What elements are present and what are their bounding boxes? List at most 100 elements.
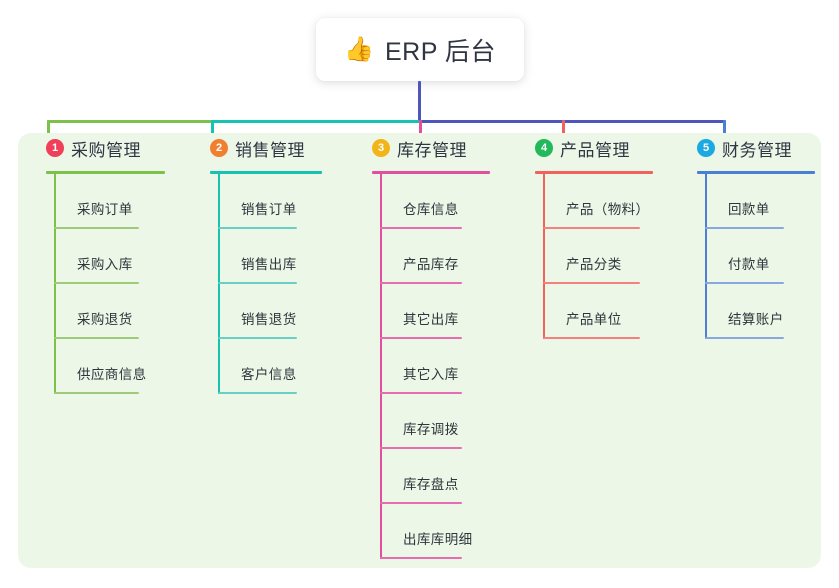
item-label: 采购入库	[77, 257, 133, 272]
item-label: 销售出库	[241, 257, 297, 272]
bus-segment-1	[47, 120, 214, 123]
item-underline	[380, 337, 462, 339]
column-title: 产品管理	[560, 140, 630, 160]
bus-segment-2	[211, 120, 422, 123]
item-label: 产品单位	[566, 312, 622, 327]
item-spine	[380, 449, 382, 504]
item-label: 出库库明细	[403, 532, 473, 547]
branches-panel: 1 采购管理采购订单采购入库采购退货供应商信息 2 销售管理销售订单销售出库销售退货客…	[18, 133, 821, 568]
column-title: 采购管理	[71, 140, 141, 160]
column-header-1[interactable]: 1 采购管理	[32, 133, 141, 163]
item-underline	[218, 227, 297, 229]
column-badge-1: 1	[46, 139, 64, 157]
item-underline	[54, 392, 139, 394]
item-label: 库存调拨	[403, 422, 459, 437]
item-spine	[218, 339, 220, 394]
item-spine	[54, 174, 56, 229]
item-label: 供应商信息	[77, 367, 147, 382]
item-spine	[54, 284, 56, 339]
item-label: 结算账户	[728, 312, 784, 327]
column-underline	[372, 171, 490, 174]
item-spine	[380, 394, 382, 449]
branch-column-采购管理: 1 采购管理采购订单采购入库采购退货供应商信息	[32, 133, 165, 394]
item-underline	[54, 337, 139, 339]
branch-column-库存管理: 3 库存管理仓库信息产品库存其它出库其它入库库存调拨库存盘点出库库明细	[358, 133, 490, 559]
thumbs-up-icon: 👍	[344, 35, 374, 63]
item-label: 采购订单	[77, 202, 133, 217]
item-label: 产品分类	[566, 257, 622, 272]
item-underline	[54, 282, 139, 284]
item-label: 仓库信息	[403, 202, 459, 217]
item-spine	[705, 284, 707, 339]
branch-dropper-2	[211, 120, 214, 145]
item-label: 其它出库	[403, 312, 459, 327]
item-underline	[543, 227, 640, 229]
root-node[interactable]: 👍 ERP 后台	[316, 18, 524, 81]
column-header-5[interactable]: 5 财务管理	[683, 133, 792, 163]
item-spine	[54, 229, 56, 284]
item-spine	[705, 229, 707, 284]
item-spine	[218, 284, 220, 339]
item-underline	[380, 282, 462, 284]
root-title: ERP 后台	[384, 37, 496, 66]
item-label: 销售订单	[241, 202, 297, 217]
item-label: 库存盘点	[403, 477, 459, 492]
item-underline	[54, 227, 139, 229]
column-underline	[697, 171, 815, 174]
branch-column-销售管理: 2 销售管理销售订单销售出库销售退货客户信息	[196, 133, 322, 394]
item-label: 回款单	[728, 202, 770, 217]
column-badge-4: 4	[535, 139, 553, 157]
column-title: 库存管理	[397, 140, 467, 160]
item-spine	[54, 339, 56, 394]
item-spine	[218, 229, 220, 284]
item-spine	[380, 284, 382, 339]
item-underline	[380, 227, 462, 229]
item-underline	[543, 337, 640, 339]
column-underline	[210, 171, 322, 174]
column-badge-3: 3	[372, 139, 390, 157]
item-underline	[705, 337, 784, 339]
column-header-4[interactable]: 4 产品管理	[521, 133, 630, 163]
item-spine	[380, 339, 382, 394]
item-spine	[705, 174, 707, 229]
branch-dropper-1	[47, 120, 50, 145]
branch-column-产品管理: 4 产品管理产品（物料） 产品分类产品单位	[521, 133, 653, 339]
branch-dropper-3	[419, 120, 422, 145]
item-underline	[380, 447, 462, 449]
item-underline	[218, 392, 297, 394]
item-underline	[218, 337, 297, 339]
branch-dropper-5	[723, 120, 726, 145]
item-label: 产品（物料）	[566, 202, 650, 217]
column-underline	[46, 171, 165, 174]
item-spine	[380, 504, 382, 559]
column-underline	[535, 171, 653, 174]
item-underline	[380, 502, 462, 504]
root-stem	[418, 81, 421, 123]
column-header-2[interactable]: 2 销售管理	[196, 133, 305, 163]
item-underline	[705, 282, 784, 284]
item-label: 产品库存	[403, 257, 459, 272]
item-label: 销售退货	[241, 312, 297, 327]
item-spine	[380, 229, 382, 284]
item-underline	[218, 282, 297, 284]
branch-column-财务管理: 5 财务管理回款单付款单结算账户	[683, 133, 815, 339]
item-label: 采购退货	[77, 312, 133, 327]
column-header-3[interactable]: 3 库存管理	[358, 133, 467, 163]
bus-segment-3	[419, 120, 726, 123]
column-badge-2: 2	[210, 139, 228, 157]
item-label: 其它入库	[403, 367, 459, 382]
item-underline	[543, 282, 640, 284]
column-title: 销售管理	[235, 140, 305, 160]
item-spine	[380, 174, 382, 229]
item-spine	[218, 174, 220, 229]
column-badge-5: 5	[697, 139, 715, 157]
item-spine	[543, 174, 545, 229]
column-title: 财务管理	[722, 140, 792, 160]
item-underline	[380, 392, 462, 394]
item-label: 付款单	[728, 257, 770, 272]
item-spine	[543, 229, 545, 284]
item-spine	[543, 284, 545, 339]
item-label: 客户信息	[241, 367, 297, 382]
branch-dropper-4	[562, 120, 565, 145]
